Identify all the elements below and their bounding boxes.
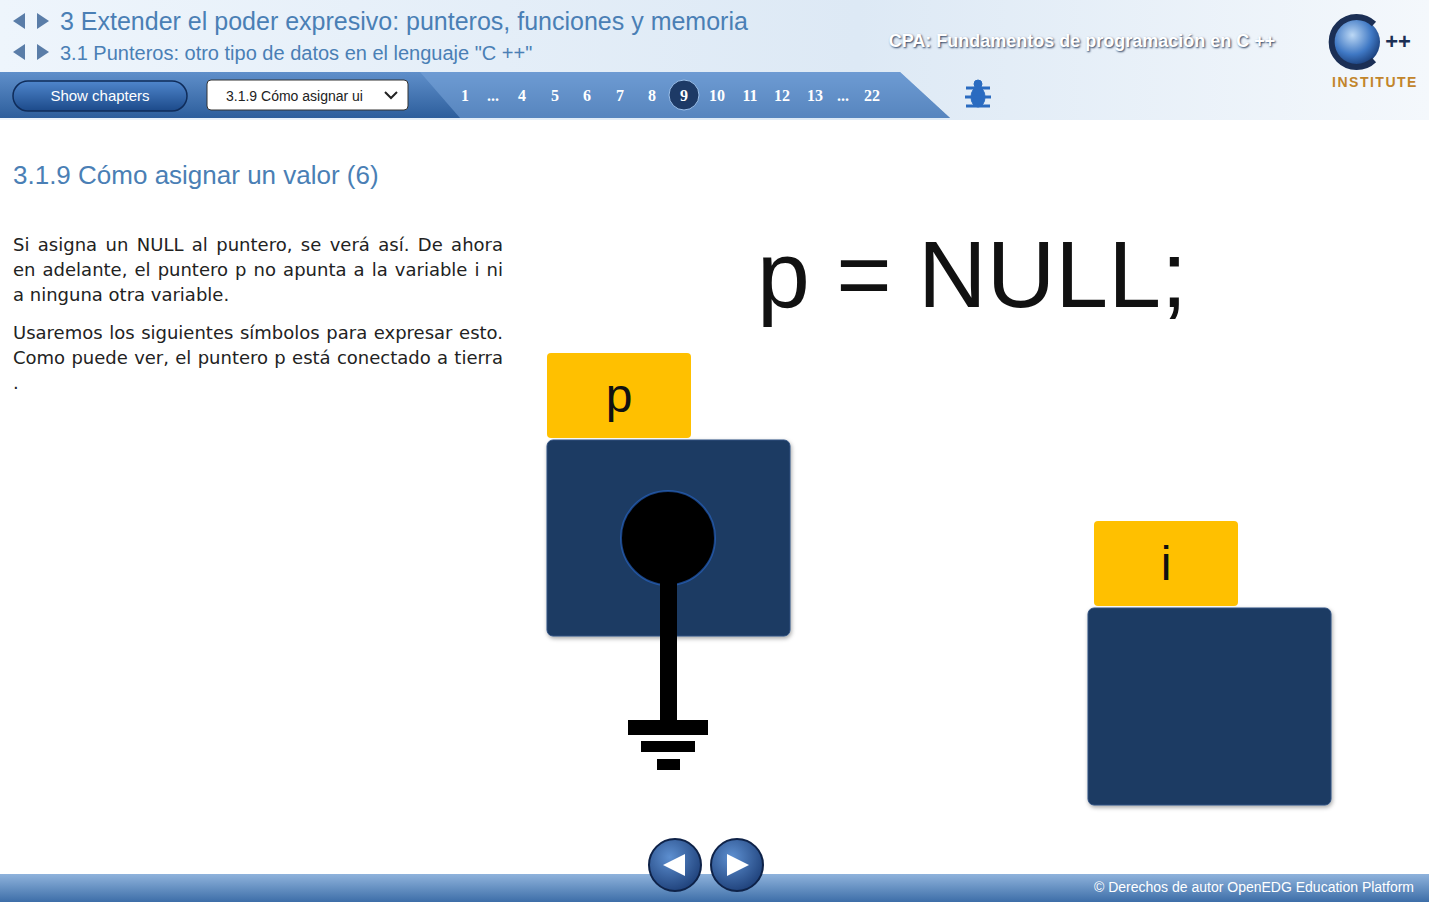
variable-box — [1088, 608, 1331, 805]
slide-title: 3.1.9 Cómo asignar un valor (6) — [13, 160, 379, 191]
page-number: 8 — [648, 86, 656, 105]
ground-bar — [628, 720, 708, 735]
page-number: 1 — [461, 86, 469, 105]
copyright: © Derechos de autor OpenEDG Education Pl… — [1094, 879, 1414, 896]
header-band — [0, 0, 1429, 120]
chapter-dropdown — [207, 80, 408, 110]
logo-text: INSTITUTE — [1332, 74, 1418, 91]
ground-symbol — [621, 491, 715, 770]
variable-name-tag: i — [1094, 521, 1238, 606]
page-number: 10 — [709, 86, 725, 105]
course-title: CPA: Fundamentos de programación en C ++ — [889, 30, 1276, 52]
memory-box: p — [547, 353, 791, 637]
variable-name-tag: p — [547, 353, 691, 438]
page-number: 5 — [551, 86, 559, 105]
code-statement: p = NULL; — [757, 227, 1187, 322]
logo-text: ++ — [1385, 29, 1411, 55]
logo-c — [1332, 17, 1374, 67]
chapter-heading: 3 Extender el poder expresivo: punteros,… — [60, 6, 748, 36]
variable-name: p — [606, 368, 633, 423]
next-button — [711, 839, 763, 891]
dropdown-chevron — [385, 92, 397, 98]
section-heading: 3.1 Punteros: otro tipo de datos en el l… — [60, 41, 532, 65]
prev-arrow — [663, 854, 685, 876]
body-text: Si asigna un NULL al puntero, se verá as… — [13, 232, 503, 307]
bug-icon — [965, 80, 991, 107]
ground-bar — [641, 741, 695, 752]
bug-legs — [965, 88, 991, 106]
ground-wire — [660, 560, 677, 723]
page-number: 4 — [518, 86, 526, 105]
nav-bar — [0, 72, 950, 118]
next-arrow — [727, 854, 749, 876]
body-text: Usaremos los siguientes símbolos para ex… — [13, 320, 503, 395]
ground-bar — [657, 759, 680, 770]
page-number: 6 — [583, 86, 591, 105]
header-arrows — [13, 13, 49, 60]
page-number: 12 — [774, 86, 790, 105]
current-page-marker — [669, 80, 699, 110]
dropdown-label: 3.1.9 Cómo asignar ui — [226, 88, 363, 105]
page-number: 22 — [864, 86, 880, 105]
variable-name: i — [1161, 536, 1172, 591]
chapters-button — [13, 81, 187, 111]
nav-bar-highlight — [420, 72, 950, 118]
page-number: 11 — [742, 86, 757, 105]
button-label: Show chapters — [50, 87, 149, 105]
page-number: 7 — [616, 86, 624, 105]
prev-button — [649, 839, 701, 891]
page-number: 9 — [680, 86, 688, 105]
memory-box: i — [1088, 521, 1332, 806]
page-number: 13 — [807, 86, 823, 105]
page-number: ... — [487, 86, 499, 105]
page-number: ... — [837, 86, 849, 105]
